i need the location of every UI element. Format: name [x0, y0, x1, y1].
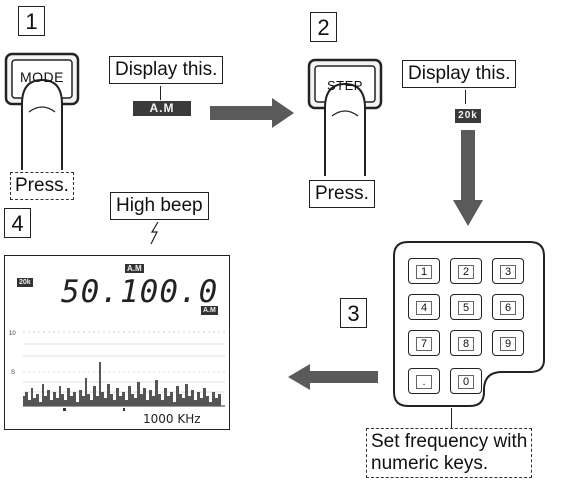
lcd-span-readout: 1000 KHz — [143, 412, 201, 426]
lcd-mode-tag-right: A.M — [201, 306, 218, 315]
keypad-caption-line-1: Set frequency with — [371, 431, 528, 452]
key-0[interactable]: 0 — [450, 368, 482, 394]
key-2[interactable]: 2 — [450, 258, 482, 284]
caption-leader-3 — [451, 408, 452, 428]
keypad-caption-line-2: numeric keys. — [371, 453, 489, 474]
arrow-down-icon — [453, 130, 483, 226]
mode-button-illustration[interactable] — [2, 52, 82, 170]
arrow-left-icon — [288, 364, 378, 390]
key-dot[interactable]: . — [408, 368, 440, 394]
lcd-mode-tag: A.M — [125, 264, 144, 273]
arrow-right-icon — [210, 98, 294, 128]
callout-leader-2 — [465, 90, 466, 104]
key-9[interactable]: 9 — [492, 330, 524, 356]
lcd-display: A.M 20k 50.100.0 A.M 10 S 1000 KHz — [4, 255, 230, 430]
press-label-1: Press. — [10, 172, 74, 200]
key-5[interactable]: 5 — [450, 294, 482, 320]
display-this-callout-1: Display this. — [109, 56, 224, 84]
step-2-number: 2 — [310, 12, 337, 42]
mode-button-label: MODE — [20, 69, 64, 85]
key-8[interactable]: 8 — [450, 330, 482, 356]
step-3-number: 3 — [340, 298, 367, 328]
lcd-spectrum: 10 S — [9, 331, 225, 411]
display-this-callout-2: Display this. — [402, 60, 517, 88]
key-6[interactable]: 6 — [492, 294, 524, 320]
key-3[interactable]: 3 — [492, 258, 524, 284]
step-1-number: 1 — [18, 6, 45, 36]
key-4[interactable]: 4 — [408, 294, 440, 320]
svg-text:10: 10 — [9, 331, 16, 337]
callout-leader-1 — [160, 86, 161, 100]
step-4-number: 4 — [4, 208, 31, 238]
20k-display-tag: 20k — [455, 109, 481, 123]
key-7[interactable]: 7 — [408, 330, 440, 356]
key-1[interactable]: 1 — [408, 258, 440, 284]
keypad-caption: Set frequency with numeric keys. — [366, 428, 533, 478]
press-label-2: Press. — [309, 180, 375, 208]
high-beep-callout: High beep — [110, 192, 209, 220]
svg-text:S: S — [11, 370, 15, 376]
step-button-label: STEP — [327, 78, 363, 93]
lcd-frequency: 50.100.0 — [61, 274, 219, 310]
step-button-illustration[interactable] — [305, 58, 385, 176]
beep-lightning-icon — [150, 222, 159, 244]
am-display-tag: A.M — [133, 101, 191, 116]
lcd-step-tag: 20k — [17, 278, 33, 287]
